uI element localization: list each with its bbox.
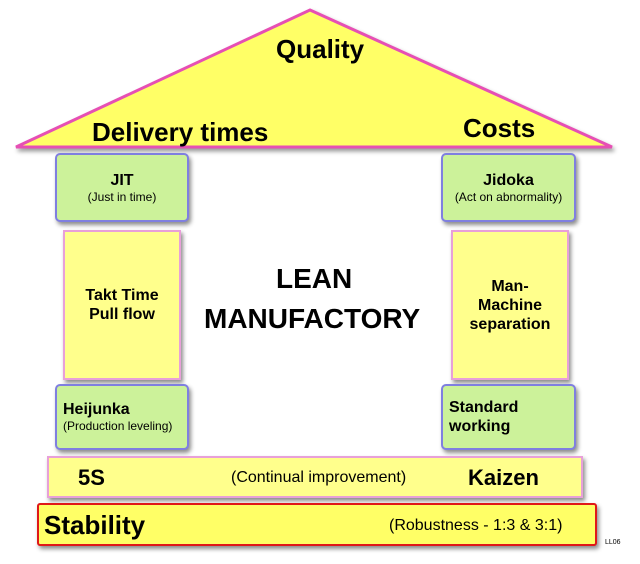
robustness-label: (Robustness - 1:3 & 3:1) [389,517,563,534]
pillar-man-machine: Man- Machine separation [451,230,569,380]
man-machine-line3: separation [469,315,551,333]
pillar-takt-time: Takt Time Pull flow [63,230,181,380]
roof-triangle [15,8,613,149]
pillar-heijunka: Heijunka (Production leveling) [55,384,189,450]
kaizen-5s-label: 5S [78,465,105,490]
jidoka-title: Jidoka [483,171,534,189]
pillar-standard-working: Standard working [441,384,576,450]
corner-code: LL06 [605,539,621,546]
stability-label: Stability [44,510,146,540]
pillar-jit: JIT (Just in time) [55,153,189,222]
man-machine-line1: Man- [491,277,529,295]
jit-title: JIT [110,171,134,189]
standard-line1: Standard [449,399,519,416]
heijunka-title: Heijunka [63,401,130,418]
roof-delivery-label: Delivery times [92,117,269,147]
roof-costs-label: Costs [463,113,536,143]
jit-subtitle: (Just in time) [87,189,157,204]
roof-quality-label: Quality [276,34,365,64]
takt-line1: Takt Time [85,287,159,304]
takt-line2: Pull flow [89,306,155,323]
kaizen-bar [47,456,583,498]
heijunka-subtitle: (Production leveling) [63,419,173,433]
center-title-line1: LEAN [276,263,353,294]
man-machine-line2: Machine [477,296,542,314]
stability-foundation [37,503,597,546]
center-title-line2: MANUFACTORY [204,303,421,334]
kaizen-continual-label: (Continual improvement) [231,469,407,486]
jidoka-subtitle: (Act on abnormality) [454,189,563,204]
pillar-jidoka: Jidoka (Act on abnormality) [441,153,576,222]
kaizen-label: Kaizen [468,465,539,490]
standard-line2: working [449,418,511,435]
